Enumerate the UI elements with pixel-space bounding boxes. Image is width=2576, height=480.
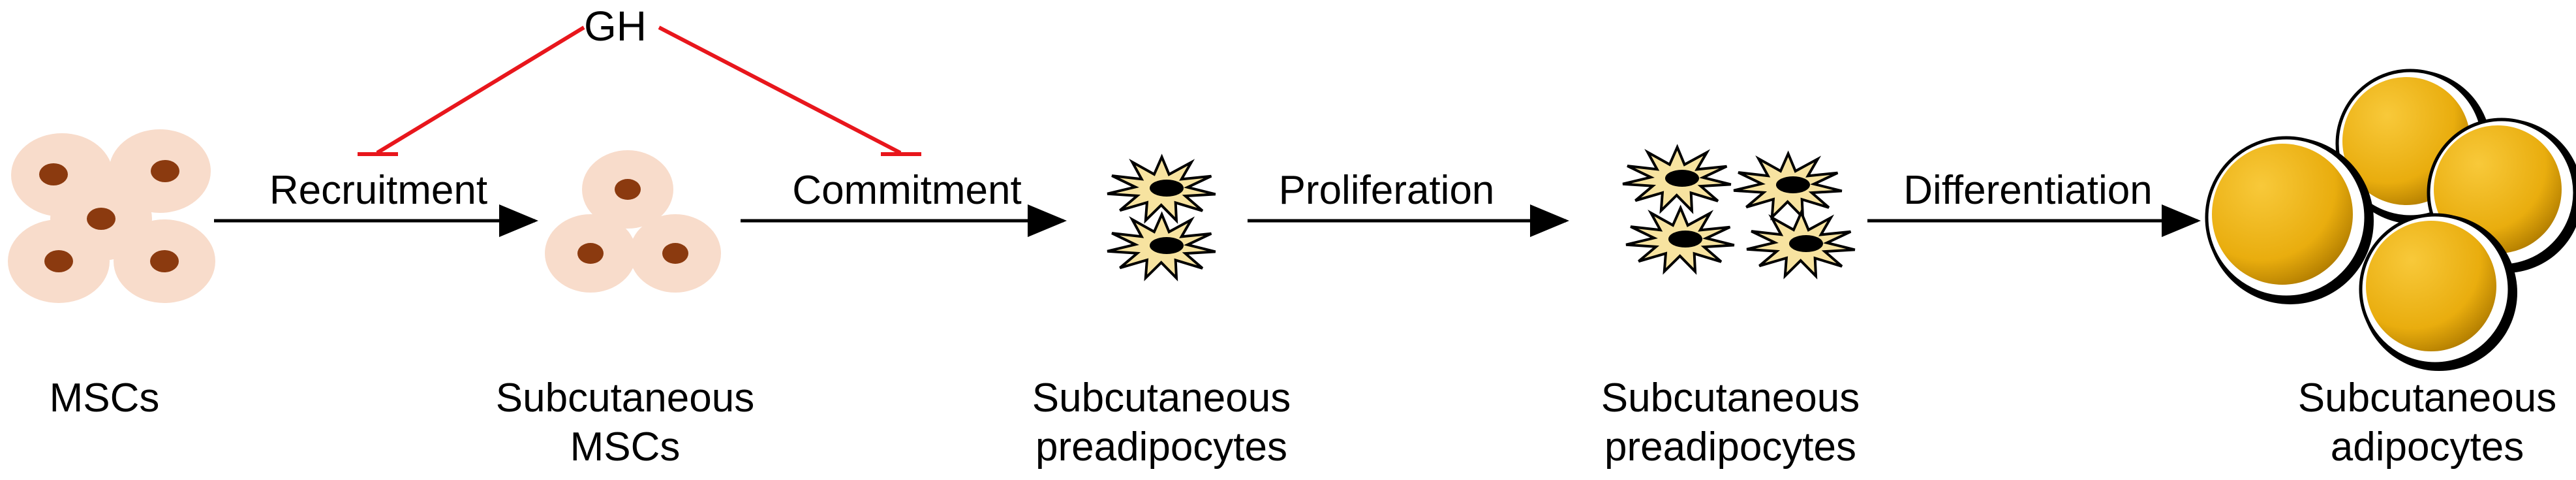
preadipocyte-cell: [1625, 204, 1735, 275]
step-label-commitment: Commitment: [792, 168, 1021, 213]
stage-label-line1: Subcutaneous: [1032, 376, 1291, 421]
preadipocyte-cell: [1746, 209, 1856, 280]
adipocyte: [2359, 213, 2517, 371]
preadipocyte-cell: [1733, 150, 1843, 221]
stage-label-line2: preadipocytes: [1604, 424, 1856, 470]
step-arrow-commitment: Commitment: [741, 168, 1067, 237]
stage-label-line2: adipocytes: [2331, 424, 2524, 470]
step-arrow-proliferation: Proliferation: [1248, 168, 1569, 237]
stage-label-line1: MSCs: [50, 376, 160, 421]
gh-inhibition-commitment: [658, 25, 921, 156]
stage-label-preadipocytes-2: Subcutaneous preadipocytes: [1601, 376, 1860, 470]
stage-label-subcutaneous-msc: Subcutaneous MSCs: [496, 376, 754, 470]
step-label-proliferation: Proliferation: [1279, 168, 1495, 213]
stage-label-line2: MSCs: [570, 424, 681, 470]
stage-label-line2: preadipocytes: [1035, 424, 1287, 470]
step-label-differentiation: Differentiation: [1903, 168, 2152, 213]
gh-inhibition-recruitment: [358, 25, 585, 156]
stage-label-adipocytes: Subcutaneous adipocytes: [2298, 376, 2556, 470]
stage-label-line1: Subcutaneous: [496, 376, 754, 421]
step-arrow-recruitment: Recruitment: [214, 168, 538, 237]
step-label-recruitment: Recruitment: [269, 168, 487, 213]
msc-cluster: [8, 129, 215, 303]
preadipocyte-cell: [1622, 144, 1732, 214]
preadipocyte-pair: [1107, 153, 1216, 281]
stage-label-line1: Subcutaneous: [2298, 376, 2556, 421]
subcutaneous-msc-cluster: [545, 150, 721, 293]
gh-label: GH: [584, 3, 647, 50]
preadipocyte-group: [1622, 144, 1856, 280]
stage-label-line1: Subcutaneous: [1601, 376, 1860, 421]
adipocyte-cluster: [2205, 69, 2576, 371]
step-arrow-differentiation: Differentiation: [1867, 168, 2201, 237]
preadipocyte-cell: [1107, 153, 1216, 224]
adipocyte: [2205, 136, 2374, 304]
adipocyte: [2335, 69, 2491, 224]
stage-label-msc: MSCs: [50, 376, 160, 421]
preadipocyte-cell: [1107, 211, 1216, 281]
stage-label-preadipocytes-1: Subcutaneous preadipocytes: [1032, 376, 1291, 470]
